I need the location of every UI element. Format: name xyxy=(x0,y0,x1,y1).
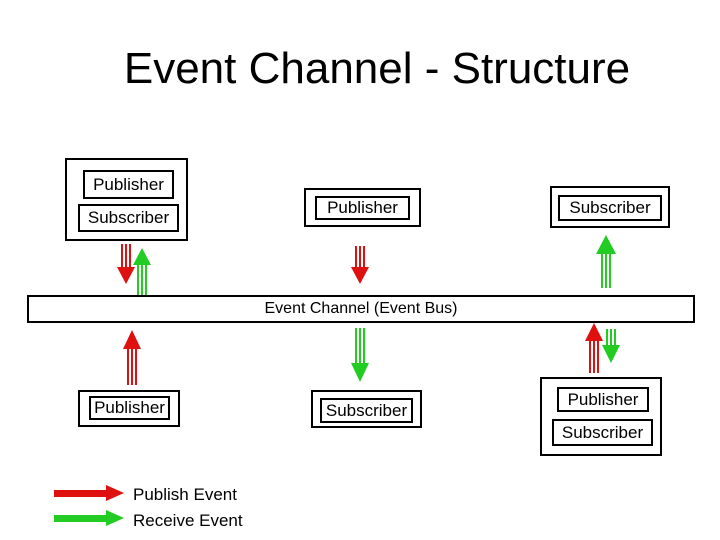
legend-publish-label: Publish Event xyxy=(133,485,237,504)
node-label: Subscriber xyxy=(325,400,408,420)
node-label: Publisher xyxy=(327,198,398,217)
slide-title: Event Channel - Structure xyxy=(123,44,631,93)
legend-receive-arrow-icon xyxy=(54,510,124,526)
node-top-right-subscriber: Subscriber xyxy=(558,195,662,221)
receive-arrow-up-icon xyxy=(596,235,616,288)
node-label: Publisher xyxy=(567,389,639,409)
node-label: Subscriber xyxy=(87,208,170,227)
legend-receive-label: Receive Event xyxy=(133,511,243,530)
node-bottom-right-publisher: Publisher xyxy=(557,387,649,412)
node-label: Subscriber xyxy=(561,422,644,442)
node-label: Publisher xyxy=(94,398,165,417)
event-channel-bus: Event Channel (Event Bus) xyxy=(27,295,695,323)
node-top-left-subscriber: Subscriber xyxy=(78,204,179,232)
node-bottom-left-publisher: Publisher xyxy=(89,396,170,420)
node-bottom-right-subscriber: Subscriber xyxy=(552,419,653,446)
node-label: Publisher xyxy=(93,174,164,194)
publish-arrow-up-icon xyxy=(123,330,141,385)
publish-arrow-down-icon xyxy=(117,244,135,284)
publish-arrow-up-icon xyxy=(585,323,603,373)
node-label: Subscriber xyxy=(569,198,651,217)
bus-label: Event Channel (Event Bus) xyxy=(264,300,458,317)
receive-arrow-down-icon xyxy=(602,329,620,363)
receive-arrow-up-icon xyxy=(133,248,151,296)
node-top-middle-publisher: Publisher xyxy=(315,196,410,220)
node-bottom-middle-subscriber: Subscriber xyxy=(320,398,413,423)
receive-arrow-down-icon xyxy=(351,328,369,382)
publish-arrow-down-icon xyxy=(351,246,369,284)
legend-publish-arrow-icon xyxy=(54,485,124,501)
node-top-left-publisher: Publisher xyxy=(83,170,174,199)
